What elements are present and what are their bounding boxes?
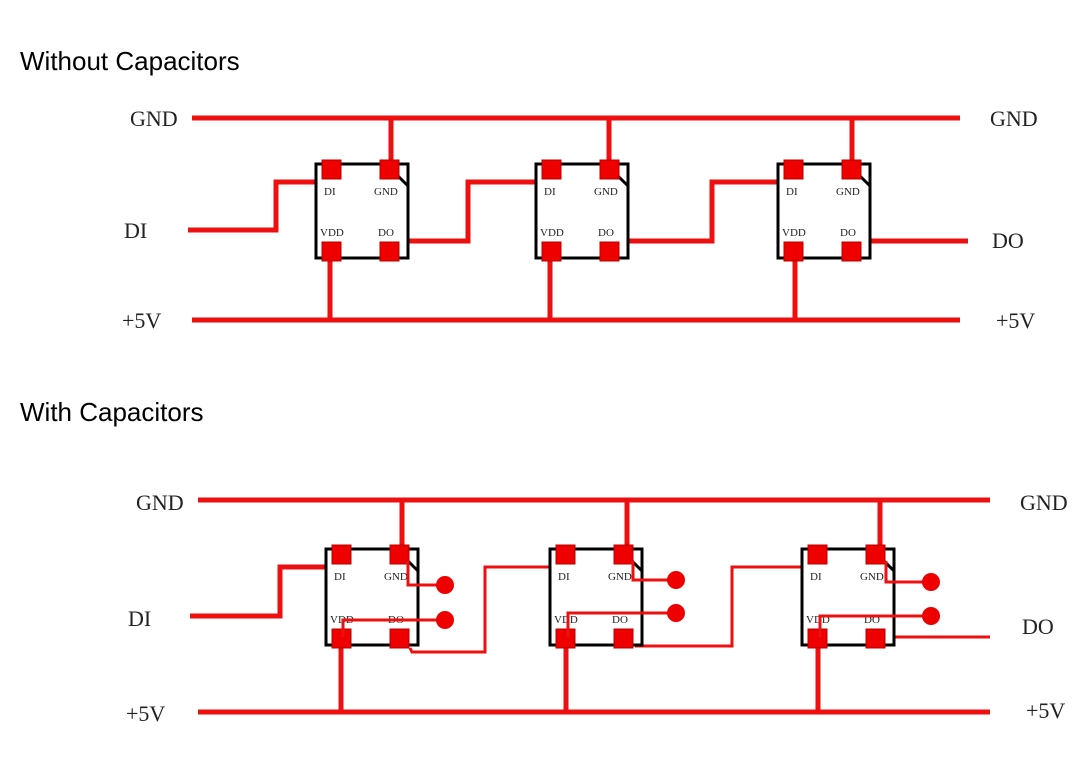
- data-wire-1-2: [400, 179, 545, 244]
- pad-vdd: [555, 628, 576, 649]
- data-wire-1-2: [408, 565, 560, 654]
- gnd-label-right: GND: [990, 106, 1038, 131]
- pin-label-di: DI: [786, 186, 798, 198]
- do-label: DO: [992, 228, 1024, 253]
- pin-label-vdd: VDD: [320, 227, 344, 239]
- capacitor-vdd-wire: [566, 611, 676, 637]
- pin-label-vdd: VDD: [782, 227, 806, 239]
- capacitor-terminal: [436, 611, 454, 629]
- vcc-label-right: +5V: [1026, 698, 1065, 723]
- pin-label-vdd: VDD: [540, 227, 564, 239]
- capacitor-gnd-wire: [406, 561, 445, 587]
- capacitor-terminal: [436, 576, 454, 594]
- gnd-label-right: GND: [1020, 490, 1068, 515]
- gnd-label-left: GND: [130, 106, 178, 131]
- capacitor-gnd-wire: [631, 561, 676, 582]
- pad-gnd: [841, 159, 862, 180]
- capacitor-vdd-wire: [341, 618, 445, 637]
- diagram-without-capacitors: GND GND DI DO +5V +5V DI GND VDD DO DI GND VDD…: [122, 106, 1038, 333]
- pin-label-do: DO: [840, 227, 856, 239]
- pin-label-gnd: GND: [384, 571, 408, 583]
- data-wire-2-3: [635, 565, 812, 648]
- pad-vdd: [541, 241, 562, 262]
- vcc-label-right: +5V: [996, 308, 1035, 333]
- di-wire: [190, 564, 340, 619]
- pad-do: [613, 628, 634, 649]
- pin-label-vdd: VDD: [554, 614, 578, 626]
- data-wire-2-3: [618, 179, 790, 244]
- pin-label-gnd: GND: [608, 571, 632, 583]
- pad-di: [331, 544, 352, 565]
- pad-di: [807, 544, 828, 565]
- pad-di: [541, 159, 562, 180]
- capacitor-terminal: [922, 573, 940, 591]
- pad-di: [321, 159, 342, 180]
- pin-label-gnd: GND: [594, 186, 618, 198]
- pin-label-di: DI: [324, 186, 336, 198]
- section-title-with-capacitors: With Capacitors: [20, 397, 204, 427]
- pin-label-gnd: GND: [836, 186, 860, 198]
- pin-label-gnd: GND: [374, 186, 398, 198]
- pin-label-di: DI: [544, 186, 556, 198]
- capacitor-terminal: [922, 607, 940, 625]
- pin-label-di: DI: [558, 571, 570, 583]
- pad-di: [783, 159, 804, 180]
- di-wire: [188, 179, 332, 233]
- pin-label-gnd: GND: [860, 571, 884, 583]
- capacitor-gnd-wire: [884, 561, 931, 584]
- pad-do: [599, 241, 620, 262]
- pad-vdd: [321, 241, 342, 262]
- pin-label-di: DI: [334, 571, 346, 583]
- capacitor-terminal: [667, 571, 685, 589]
- capacitor-terminal: [667, 604, 685, 622]
- pad-do: [865, 628, 886, 649]
- pad-gnd: [599, 159, 620, 180]
- pad-di: [555, 544, 576, 565]
- pad-gnd: [865, 544, 886, 565]
- capacitor-vdd-wire: [818, 614, 931, 637]
- pad-gnd: [613, 544, 634, 565]
- pin-label-do: DO: [598, 227, 614, 239]
- gnd-label-left: GND: [136, 490, 184, 515]
- vcc-label-left: +5V: [122, 308, 161, 333]
- pad-gnd: [379, 159, 400, 180]
- pad-vdd: [807, 628, 828, 649]
- do-label: DO: [1022, 614, 1054, 639]
- pad-gnd: [389, 544, 410, 565]
- di-label: DI: [124, 218, 147, 243]
- pin-label-do: DO: [378, 227, 394, 239]
- section-title-without-capacitors: Without Capacitors: [20, 46, 240, 76]
- vcc-label-left: +5V: [126, 701, 165, 726]
- pad-do: [841, 241, 862, 262]
- pin-label-do: DO: [612, 614, 628, 626]
- pad-do: [389, 628, 410, 649]
- pin-label-di: DI: [810, 571, 822, 583]
- di-label: DI: [128, 606, 151, 631]
- pad-vdd: [783, 241, 804, 262]
- pad-do: [379, 241, 400, 262]
